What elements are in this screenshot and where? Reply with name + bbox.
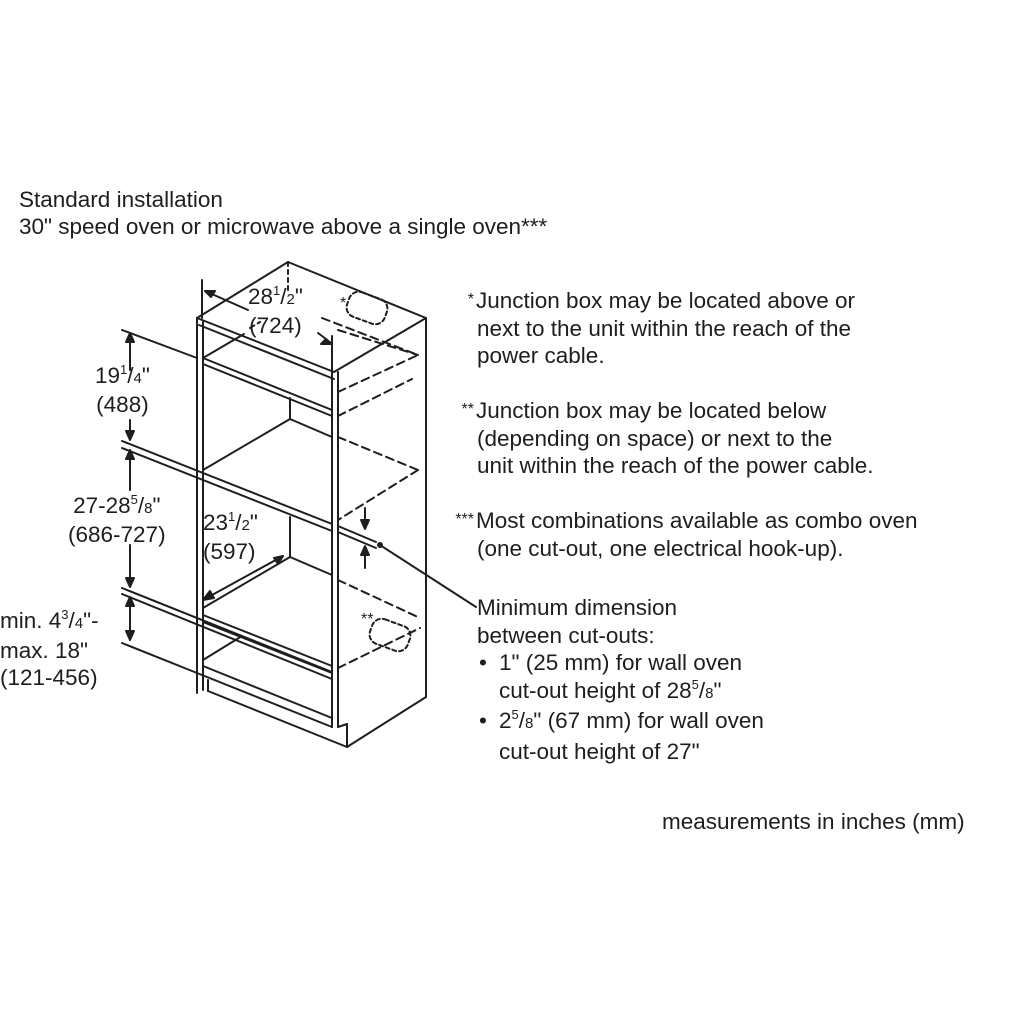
min-dimension-bullet-1: • 1" (25 mm) for wall oven cut-out heigh…	[479, 650, 743, 703]
note-triple-asterisk: ***Most combinations available as combo …	[440, 506, 917, 562]
note-marker: ***	[455, 511, 474, 528]
note-marker: **	[461, 401, 474, 418]
note-single-asterisk: *Junction box may be located above or ne…	[440, 286, 855, 370]
min-dimension-bullet-2: • 25/8" (67 mm) for wall oven cut-out he…	[479, 707, 764, 764]
junction-marker-top: *	[340, 295, 347, 312]
top-back-left-edge	[196, 261, 289, 319]
min-dimension-heading-1: Minimum dimension	[477, 595, 678, 620]
dim-depth: 231/2" (597)	[203, 509, 258, 564]
note-double-asterisk: **Junction box may be located below (dep…	[440, 396, 874, 480]
junction-marker-bottom: **	[361, 611, 374, 628]
dim-bottom-range: min. 43/4"- max. 18" (121-456)	[0, 607, 99, 690]
note-marker: *	[467, 291, 474, 308]
top-back-right-edge	[287, 261, 427, 319]
title-line-2: 30" speed oven or microwave above a sing…	[19, 214, 548, 239]
dim-upper-height: 191/4" (488)	[95, 362, 150, 417]
min-dimension-heading-2: between cut-outs:	[477, 622, 655, 648]
title-line-1: Standard installation	[19, 187, 223, 212]
dim-oven-cutout: 27-285/8" (686-727)	[68, 492, 166, 547]
bullet-icon: •	[479, 650, 487, 675]
bullet-icon: •	[479, 708, 487, 733]
dim-width-top: 281/2" (724)	[248, 283, 303, 338]
min-dimension-block: Minimum dimension between cut-outs: • 1"…	[477, 594, 764, 765]
measurement-units-note: measurements in inches (mm)	[662, 809, 965, 834]
